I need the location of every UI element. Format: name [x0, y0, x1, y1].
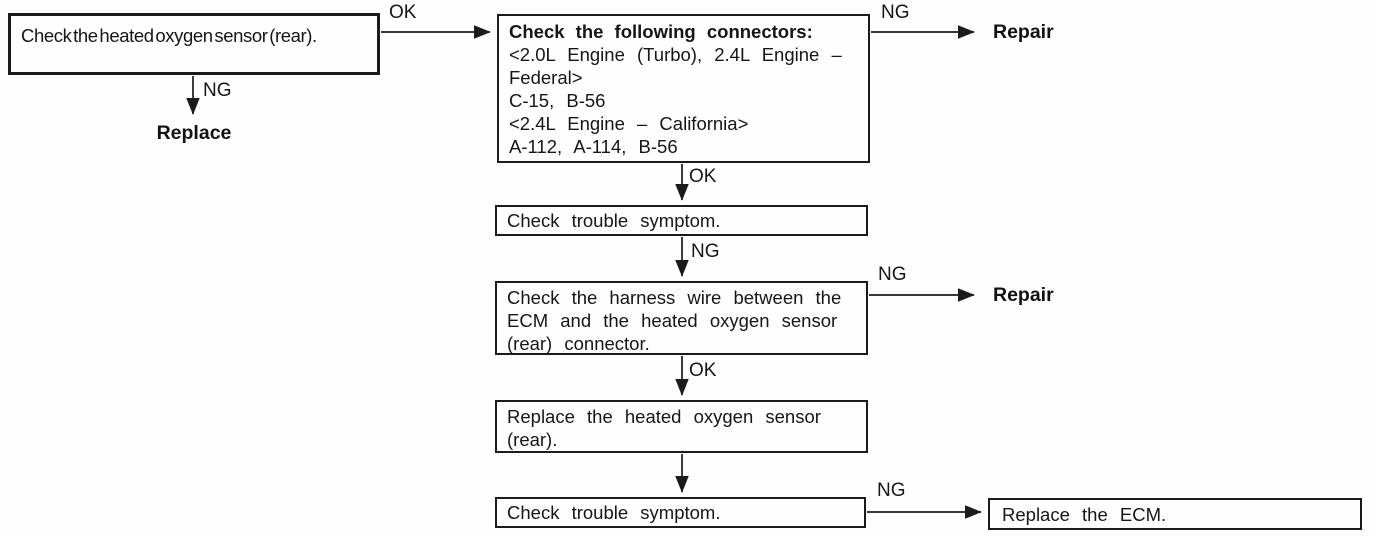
flow-box-replace-sensor-line: (rear).	[507, 429, 558, 450]
flow-box-check-symptom-2-text: Check trouble symptom.	[507, 502, 721, 523]
terminal-repair-2: Repair	[993, 284, 1054, 306]
flow-box-check-harness-line: Check the harness wire between the	[507, 287, 842, 308]
flow-box-check-sensor-text: Check the heated oxygen sensor (rear).	[21, 25, 317, 46]
flow-box-check-connectors: Check the following connectors: <2.0L En…	[497, 14, 870, 163]
edge-label-ng-3: NG	[691, 241, 720, 262]
terminal-repair-1: Repair	[993, 21, 1054, 43]
terminal-replace: Replace	[156, 122, 232, 144]
flow-box-check-connectors-line: <2.4L Engine – California>	[509, 113, 749, 134]
flow-box-check-symptom-1: Check trouble symptom.	[495, 205, 868, 236]
flow-box-check-connectors-line: C-15, B-56	[509, 90, 606, 111]
edge-label-ok-2: OK	[689, 166, 717, 187]
edge-label-ok-3: OK	[689, 360, 717, 381]
edge-label-ng-2: NG	[881, 2, 910, 23]
flow-box-check-harness-line: ECM and the heated oxygen sensor	[507, 310, 838, 331]
edge-label-ng-4: NG	[878, 264, 907, 285]
flow-box-check-symptom-2: Check trouble symptom.	[495, 497, 866, 528]
flow-box-replace-ecm-text: Replace the ECM.	[1002, 504, 1167, 525]
flow-box-replace-sensor-line: Replace the heated oxygen sensor	[507, 406, 821, 427]
flow-box-check-harness-line: (rear) connector.	[507, 333, 650, 354]
flow-box-check-harness: Check the harness wire between the ECM a…	[495, 281, 868, 355]
flow-box-check-connectors-line: A-112, A-114, B-56	[509, 136, 678, 157]
flow-box-check-connectors-line: Federal>	[509, 67, 583, 88]
edge-label-ok-1: OK	[389, 2, 417, 23]
edge-label-ng-5: NG	[877, 480, 906, 501]
flow-box-replace-ecm: Replace the ECM.	[988, 498, 1362, 530]
flow-box-replace-sensor: Replace the heated oxygen sensor (rear).	[495, 400, 868, 453]
flow-box-check-connectors-line: <2.0L Engine (Turbo), 2.4L Engine –	[509, 44, 842, 65]
flow-box-check-connectors-title: Check the following connectors:	[509, 21, 813, 42]
flow-box-check-symptom-1-text: Check trouble symptom.	[507, 210, 721, 231]
flow-box-check-sensor: Check the heated oxygen sensor (rear).	[8, 13, 380, 75]
edge-label-ng-1: NG	[203, 80, 232, 101]
